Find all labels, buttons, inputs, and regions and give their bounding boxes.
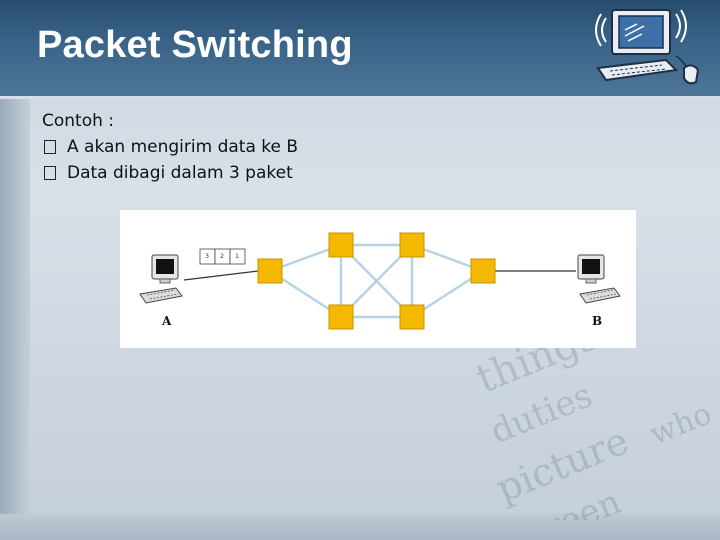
bottom-decorative-band: [0, 514, 720, 540]
watermark-word: who: [645, 396, 717, 453]
computer-a-icon: [139, 254, 183, 304]
computer-clipart-icon: [595, 9, 700, 85]
switch-node: [328, 304, 354, 330]
packet-number: 1: [235, 253, 239, 260]
watermark-word: picture: [490, 418, 635, 511]
packet-switching-diagram: 3 2 1 A B: [120, 210, 636, 348]
bullet-item: A akan mengirim data ke B: [42, 134, 298, 160]
bullet-text: A akan mengirim data ke B: [67, 137, 299, 157]
switch-node: [328, 232, 354, 258]
packet-train: [199, 248, 246, 265]
computer-b-icon: [577, 254, 621, 304]
bullet-item: Data dibagi dalam 3 paket: [42, 160, 298, 186]
switch-node: [399, 232, 425, 258]
slide-title: Packet Switching: [37, 24, 353, 66]
title-bar: Packet Switching: [0, 0, 720, 99]
bullet-box-icon: [44, 166, 56, 180]
watermark-word: duties: [485, 375, 599, 453]
switch-node: [399, 304, 425, 330]
node-b-label: B: [592, 314, 603, 328]
intro-text: Contoh :: [42, 111, 115, 131]
node-a-label: A: [162, 314, 172, 328]
packet-number: 3: [205, 253, 209, 260]
network-graph: [139, 232, 621, 330]
link-a-line: [183, 270, 259, 281]
bullet-text: Data dibagi dalam 3 paket: [67, 163, 293, 183]
switch-node: [257, 258, 283, 284]
switch-node: [470, 258, 496, 284]
slide-body: Contoh : A akan mengirim data ke B Data …: [42, 108, 298, 186]
bullet-box-icon: [44, 140, 56, 154]
packet-number: 2: [220, 253, 224, 260]
